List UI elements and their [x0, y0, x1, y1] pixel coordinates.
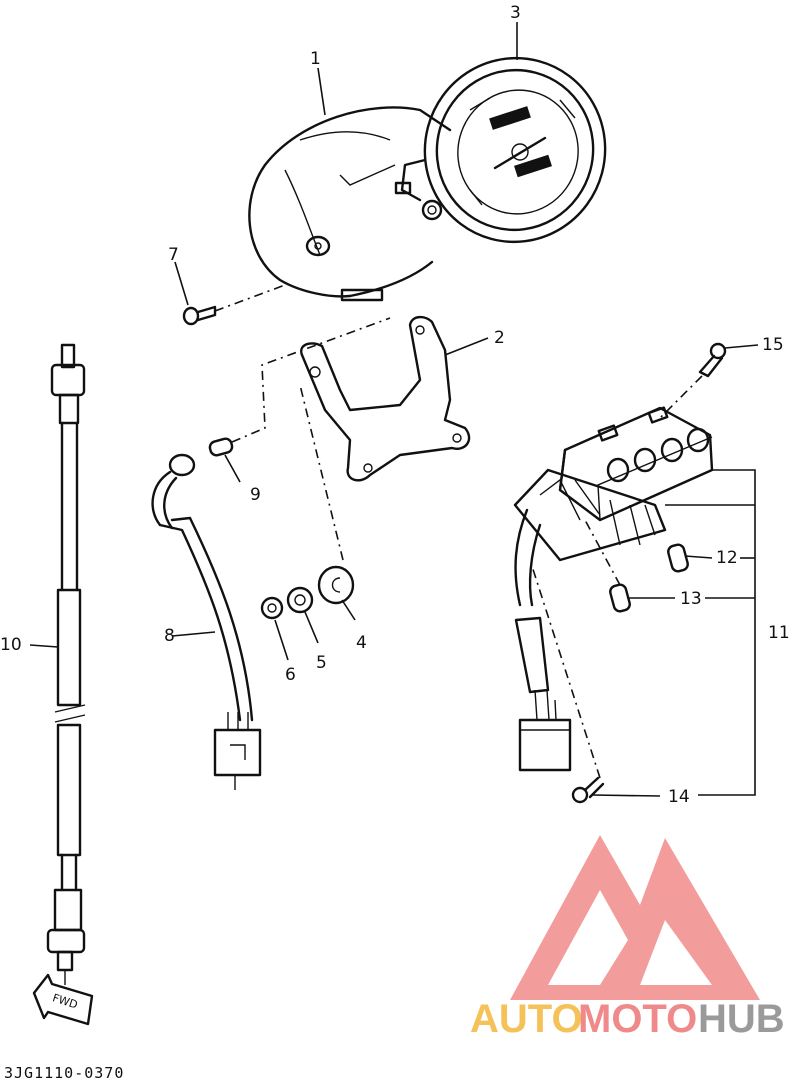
screw-14 [529, 559, 605, 804]
callout-13: 13 [680, 589, 702, 609]
grommet-4 [299, 384, 355, 605]
callout-1: 1 [310, 49, 321, 69]
callout-10: 10 [0, 635, 22, 655]
callout-5: 5 [316, 653, 327, 673]
fwd-label: FWD [51, 991, 79, 1011]
callout-8: 8 [164, 626, 175, 646]
callout-9: 9 [250, 485, 261, 505]
callout-labels: 1 2 3 4 5 6 7 8 9 10 11 12 13 14 15 [0, 3, 790, 807]
callout-3: 3 [510, 3, 521, 23]
watermark-logo [510, 835, 760, 1000]
callout-7: 7 [168, 245, 179, 265]
callout-11: 11 [768, 623, 790, 643]
watermark-text: AUTO MOTO HUB [470, 997, 785, 1041]
speedometer-head [394, 56, 607, 244]
callout-4: 4 [356, 633, 367, 653]
lead-wire-8 [151, 453, 262, 790]
callout-12: 12 [716, 548, 738, 568]
callout-15: 15 [762, 335, 784, 355]
callout-2: 2 [494, 328, 505, 348]
bulb-12 [667, 543, 689, 573]
callout-14: 14 [668, 787, 690, 807]
bulb-13 [584, 519, 631, 613]
screw-15 [657, 342, 727, 421]
speedometer-cable [46, 343, 86, 985]
watermark-triangle [510, 835, 760, 1000]
drawing-code: 3JG1110-0370 [4, 1064, 124, 1082]
watermark-hub: HUB [698, 997, 785, 1041]
bulb-9 [208, 317, 391, 457]
callout-6: 6 [285, 665, 296, 685]
fwd-arrow: FWD [32, 973, 94, 1026]
watermark-moto: MOTO [578, 997, 697, 1041]
leader-lines [29, 22, 759, 797]
meter-case [248, 106, 452, 302]
washer-5 [286, 586, 314, 614]
watermark-auto: AUTO [470, 997, 583, 1041]
screw-7 [182, 284, 286, 326]
bracket [300, 315, 471, 482]
indicator-unit [513, 406, 714, 772]
collar-6 [260, 596, 284, 620]
